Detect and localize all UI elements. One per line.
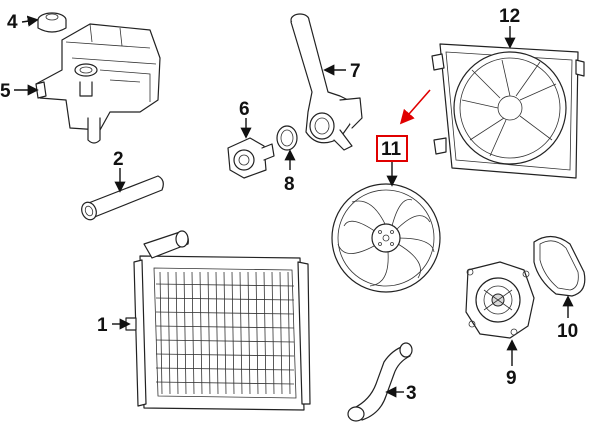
callout-11: 11 (381, 139, 402, 160)
water-outlet-pipe (290, 13, 363, 151)
callout-1: 1 (97, 315, 108, 336)
callout-10: 10 (557, 321, 578, 342)
cooling-fan (331, 183, 441, 293)
highlight-box (376, 135, 408, 162)
water-pump-gasket (533, 235, 586, 297)
radiator-core-fins (155, 271, 295, 395)
highlight-arrow (399, 89, 431, 125)
callout-8: 8 (284, 174, 295, 195)
coolant-hose-straight (81, 175, 164, 221)
callout-3: 3 (406, 383, 417, 404)
water-pump (465, 261, 535, 339)
thermostat-gasket (276, 125, 298, 151)
radiator (125, 230, 311, 411)
fan-shroud (431, 43, 585, 179)
callout-12: 12 (499, 6, 520, 27)
coolant-reservoir (35, 23, 161, 144)
callout-9: 9 (506, 368, 517, 389)
thermostat-housing (227, 137, 275, 179)
callout-labels: 1 2 3 4 5 6 7 8 9 10 11 12 (0, 6, 578, 404)
callout-4: 4 (7, 12, 18, 33)
callout-5: 5 (0, 81, 11, 102)
callout-2: 2 (113, 149, 124, 170)
lower-radiator-hose (347, 342, 413, 422)
callout-6: 6 (239, 99, 250, 120)
leader-lines (14, 15, 574, 398)
reservoir-cap (37, 12, 67, 33)
callout-7: 7 (350, 61, 361, 82)
